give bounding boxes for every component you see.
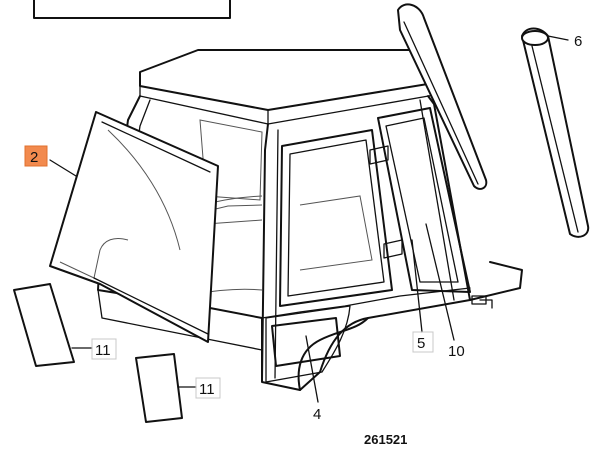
- part-label-11-lower[interactable]: 11: [199, 381, 215, 398]
- rear-side-glass: [397, 3, 488, 190]
- part-label-2[interactable]: 2: [30, 149, 38, 166]
- part-5-box: [412, 331, 434, 353]
- part-label-5[interactable]: 5: [417, 335, 425, 352]
- part-label-4[interactable]: 4: [313, 406, 321, 423]
- part-11a-box: [91, 338, 117, 360]
- drawing-number: 261521: [364, 432, 407, 447]
- part-11b-box: [195, 377, 221, 399]
- part-label-10[interactable]: 10: [448, 343, 465, 360]
- part-label-6[interactable]: 6: [574, 33, 582, 50]
- leader-lines: [49, 35, 569, 403]
- part-6-trim: [521, 27, 590, 238]
- cab-roof: [139, 49, 441, 111]
- part-2-highlight-box: [24, 145, 48, 167]
- part-11-panel-upper: [13, 283, 75, 367]
- side-window: [377, 107, 471, 293]
- part-11-panel-lower: [135, 353, 183, 423]
- title-block-frame: [33, 0, 231, 19]
- lower-panel: [271, 317, 341, 367]
- door-frame: [279, 129, 393, 307]
- part-label-11-upper[interactable]: 11: [95, 342, 111, 359]
- part-2-windscreen: [49, 111, 219, 343]
